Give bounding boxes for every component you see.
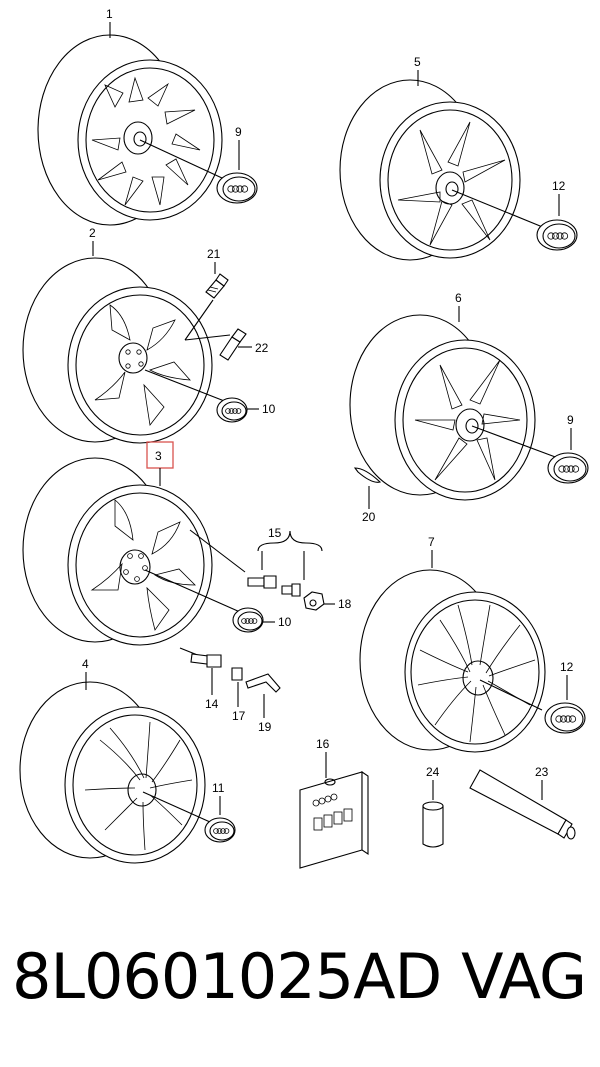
label-18: 18 — [338, 597, 352, 611]
bolt-22 — [219, 328, 247, 361]
center-cap-10-mid — [216, 397, 248, 423]
label-10-mid: 10 — [262, 402, 276, 416]
wheel-bolt — [247, 575, 277, 589]
label-23: 23 — [535, 765, 549, 779]
lock-bolt — [281, 583, 301, 597]
package-16 — [299, 770, 369, 869]
label-9-top: 9 — [235, 125, 242, 139]
tool-19 — [245, 673, 281, 693]
nut-18 — [303, 591, 325, 611]
label-22: 22 — [255, 341, 269, 355]
wheel-6 — [349, 314, 559, 501]
label-7: 7 — [428, 535, 435, 549]
label-1: 1 — [106, 7, 113, 21]
part-number: 8L0601025AD — [12, 940, 442, 1013]
bolt-14 — [190, 653, 222, 668]
label-16: 16 — [316, 737, 330, 751]
label-11: 11 — [212, 781, 225, 795]
label-15: 15 — [268, 526, 282, 540]
label-4: 4 — [82, 657, 89, 671]
label-5: 5 — [414, 55, 421, 69]
wheel-2 — [22, 257, 233, 444]
wheel-3 — [22, 457, 246, 646]
wheel-4 — [19, 681, 211, 864]
label-2: 2 — [89, 226, 96, 240]
bracket-15 — [257, 530, 323, 552]
label-20: 20 — [362, 510, 376, 524]
label-12-top: 12 — [552, 179, 566, 193]
wheel-7 — [359, 569, 546, 753]
label-24: 24 — [426, 765, 440, 779]
center-cap-9-right — [547, 452, 589, 484]
label-3: 3 — [155, 449, 162, 463]
label-9-right: 9 — [567, 413, 574, 427]
label-6: 6 — [455, 291, 462, 305]
wheel-5 — [339, 79, 546, 261]
label-12-low: 12 — [560, 660, 574, 674]
jar-24 — [422, 801, 444, 848]
center-cap-10-low — [232, 607, 264, 633]
brand-name: VAG — [461, 940, 587, 1013]
label-19: 19 — [258, 720, 272, 734]
center-cap-11 — [204, 817, 236, 843]
label-21: 21 — [207, 247, 221, 261]
exploded-parts-diagram: 1 9 5 12 2 — [19, 7, 589, 869]
bolt-21 — [205, 273, 229, 299]
center-cap-12-low — [544, 702, 586, 734]
center-cap-9-top — [216, 172, 258, 204]
tube-23 — [469, 769, 576, 840]
center-cap-12-top — [536, 219, 578, 251]
label-17: 17 — [232, 709, 246, 723]
wheel-1 — [37, 34, 223, 226]
label-14: 14 — [205, 697, 219, 711]
cap-17 — [231, 667, 243, 681]
label-10-low: 10 — [278, 615, 292, 629]
clip-20 — [353, 467, 382, 483]
